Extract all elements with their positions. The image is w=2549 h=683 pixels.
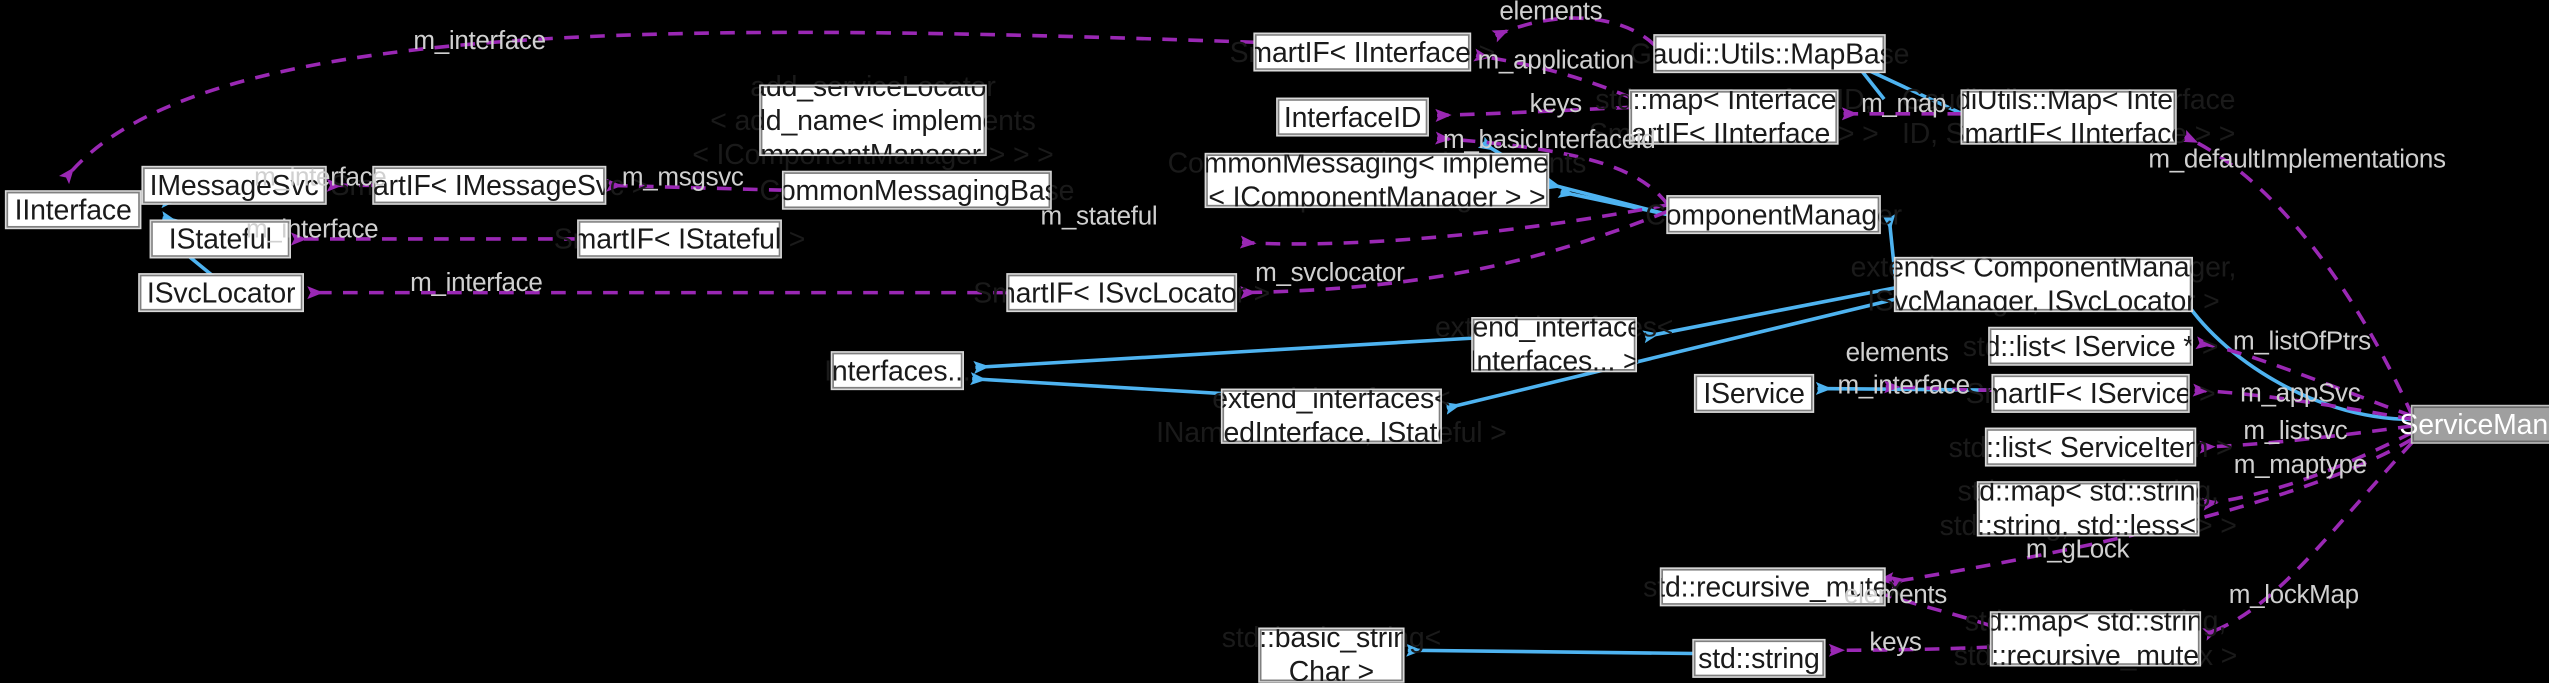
class-node-stdbasic_string[interactable]: std::basic_string< Char > xyxy=(1221,620,1442,683)
edge-label: m_lockMap xyxy=(2228,581,2359,610)
edge-label: m_listsvc xyxy=(2243,417,2348,446)
edge-label: m_interface xyxy=(1837,372,1970,400)
edge-label: m_defaultImplementations xyxy=(2148,146,2446,174)
edge-label: elements xyxy=(1844,581,1947,610)
edge-label: m_msgsvc xyxy=(621,164,744,192)
class-node-smartif_iinterface[interactable]: SmartIF< IInterface > xyxy=(1230,32,1495,72)
edge-label: m_stateful xyxy=(1040,203,1158,231)
class-node-stdlist_iservice[interactable]: std::list< IService * > xyxy=(1963,326,2219,366)
class-node-extends_cm[interactable]: extends< ComponentManager, ISvcManager, … xyxy=(1850,250,2237,317)
class-node-interfaceid[interactable]: InterfaceID xyxy=(1276,97,1429,137)
class-node-commonmessaging[interactable]: CommonMessaging< implements < IComponent… xyxy=(1167,146,1587,213)
edge-label: elements xyxy=(1499,0,1603,27)
edge-label: m_interface xyxy=(413,27,546,56)
class-node-servicemanager[interactable]: ServiceManager xyxy=(2399,404,2549,444)
edge-label: m_application xyxy=(1477,47,1635,75)
class-node-extend_interfaces_i[interactable]: extend_interfaces< Interfaces... > xyxy=(1434,310,1674,378)
edge-label: elements xyxy=(1845,339,1949,368)
edge-label: m_listOfPtrs xyxy=(2233,328,2371,357)
edge-label: m_interface xyxy=(410,269,543,298)
edge-label: m_interface xyxy=(254,164,387,192)
class-node-stdmap_interfaceid[interactable]: std::map< InterfaceID, SmartIF< IInterfa… xyxy=(1588,82,1879,150)
class-node-stdrecursive_mutex[interactable]: std::recursive_mutex xyxy=(1643,567,1903,607)
class-node-gaudiutils_map[interactable]: GaudiUtils::Map< Interface ID, SmartIF< … xyxy=(1901,82,2236,150)
class-node-commonmessagingbase[interactable]: CommonMessagingBase xyxy=(760,170,1074,210)
edge-label: keys xyxy=(1529,91,1583,119)
class-node-extend_interfaces_n[interactable]: extend_interfaces< INamedInterface, ISta… xyxy=(1156,382,1507,449)
class-node-stdstring[interactable]: std::string xyxy=(1692,638,1826,678)
class-node-istateful[interactable]: IStateful xyxy=(149,219,291,259)
class-node-stdmap_mutex[interactable]: std::map< std::string, std::recursive_mu… xyxy=(1953,604,2238,672)
class-node-iservice[interactable]: IService xyxy=(1693,373,1815,413)
class-node-imessagesvc[interactable]: IMessageSvc xyxy=(141,165,327,205)
edge-label: keys xyxy=(1869,629,1922,657)
edge-label: m_gLock xyxy=(2025,536,2130,565)
class-node-gaudi_utils_mapbase[interactable]: Gaudi::Utils::MapBase xyxy=(1630,34,1909,74)
class-node-interfaces[interactable]: Interfaces... xyxy=(824,351,971,391)
class-node-smartif_istateful[interactable]: SmartIF< IStateful > xyxy=(554,219,805,259)
edge-label: m_maptype xyxy=(2233,451,2367,480)
class-node-isvclocator[interactable]: ISvcLocator xyxy=(138,273,304,313)
class-node-iinterface[interactable]: IInterface xyxy=(4,190,142,230)
edge-label: m_interface xyxy=(245,216,379,244)
class-node-smartif_isvclocator[interactable]: SmartIF< ISvcLocator > xyxy=(973,273,1270,313)
class-node-componentmanager[interactable]: ComponentManager xyxy=(1645,195,1902,235)
class-node-stdlist_serviceitem[interactable]: std::list< ServiceItem > xyxy=(1949,427,2233,467)
class-node-stdmap_string[interactable]: std::map< std::string, std::string, std:… xyxy=(1939,474,2237,542)
edge-label: m_map xyxy=(1861,91,1947,119)
edge-label: m_basicInterfaceid xyxy=(1442,126,1656,155)
edge-label: m_svclocator xyxy=(1255,260,1405,288)
class-node-smartif_imessagesvc[interactable]: SmartIF< IMessageSvc > xyxy=(331,165,648,205)
class-node-smartif_iservice[interactable]: SmartIF< IService > xyxy=(1966,373,2216,413)
class-node-add_servicelocator[interactable]: add_serviceLocator < add_name< implement… xyxy=(692,69,1054,170)
edge-label: m_appSvc xyxy=(2240,380,2361,409)
